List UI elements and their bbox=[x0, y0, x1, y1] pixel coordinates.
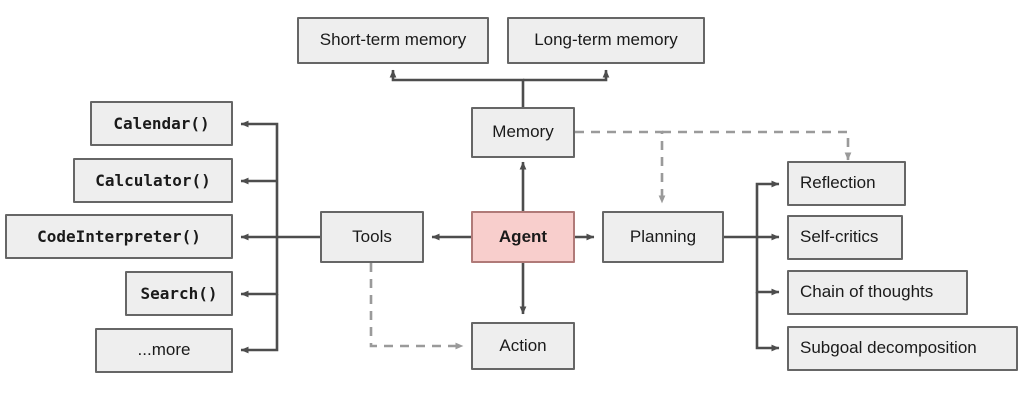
node-tools[interactable]: Tools bbox=[320, 211, 424, 263]
edge-planning-reflection bbox=[724, 180, 780, 239]
node-label: Calendar() bbox=[113, 113, 210, 133]
node-search-tool[interactable]: Search() bbox=[125, 271, 233, 316]
node-code-interpreter-tool[interactable]: CodeInterpreter() bbox=[5, 214, 233, 259]
node-long-term-memory[interactable]: Long-term memory bbox=[507, 17, 705, 64]
node-label: Calculator() bbox=[95, 170, 211, 190]
edge-planning-chain-of-thoughts bbox=[755, 237, 780, 296]
node-planning[interactable]: Planning bbox=[602, 211, 724, 263]
node-label: Chain of thoughts bbox=[800, 282, 934, 302]
node-action[interactable]: Action bbox=[471, 322, 575, 370]
edge-tools-action-dashed bbox=[369, 263, 464, 350]
node-reflection[interactable]: Reflection bbox=[787, 161, 906, 206]
node-label: Search() bbox=[140, 283, 218, 303]
node-self-critics[interactable]: Self-critics bbox=[787, 215, 903, 260]
node-calendar-tool[interactable]: Calendar() bbox=[90, 101, 233, 146]
node-agent[interactable]: Agent bbox=[471, 211, 575, 263]
node-memory[interactable]: Memory bbox=[471, 107, 575, 158]
edge-memory-short-term bbox=[389, 69, 525, 107]
node-label: ...more bbox=[137, 340, 191, 360]
node-label: Long-term memory bbox=[534, 30, 678, 50]
edge-memory-long-term bbox=[523, 69, 610, 82]
node-label: Action bbox=[499, 335, 547, 355]
node-label: Subgoal decomposition bbox=[800, 338, 977, 358]
edge-memory-planning-dashed bbox=[575, 130, 666, 204]
node-more-tools[interactable]: ...more bbox=[95, 328, 233, 373]
node-label: Short-term memory bbox=[319, 30, 467, 50]
node-label: Memory bbox=[492, 122, 554, 142]
edge-tools-search bbox=[240, 237, 279, 298]
edge-tools-calendar bbox=[240, 120, 320, 239]
edge-tools-more bbox=[240, 294, 279, 354]
edge-memory-reflection-dashed bbox=[662, 130, 852, 161]
node-label: CodeInterpreter() bbox=[37, 226, 201, 246]
node-label: Planning bbox=[629, 226, 697, 246]
node-subgoal-decomposition[interactable]: Subgoal decomposition bbox=[787, 326, 1018, 371]
node-label: Reflection bbox=[800, 173, 876, 193]
node-label: Agent bbox=[498, 226, 548, 246]
node-label: Tools bbox=[352, 226, 392, 246]
edge-planning-subgoal bbox=[755, 292, 780, 352]
node-short-term-memory[interactable]: Short-term memory bbox=[297, 17, 489, 64]
node-chain-of-thoughts[interactable]: Chain of thoughts bbox=[787, 270, 968, 315]
node-calculator-tool[interactable]: Calculator() bbox=[73, 158, 233, 203]
node-label: Self-critics bbox=[800, 227, 879, 247]
